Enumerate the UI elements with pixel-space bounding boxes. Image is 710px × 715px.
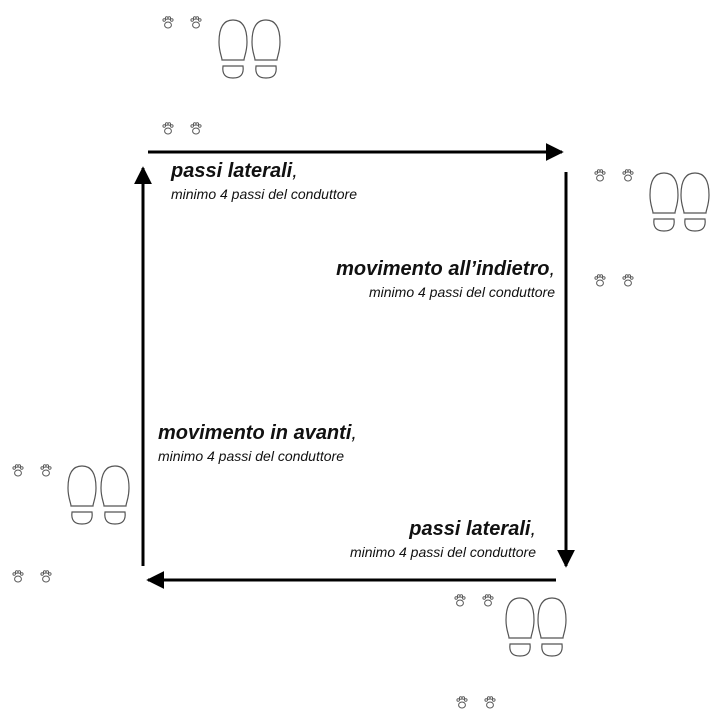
label-right-comma: , [549, 258, 555, 280]
shoe-print-icon [67, 465, 97, 525]
shoe-print-icon [680, 172, 710, 232]
paw-print-icon [40, 570, 52, 583]
paw-print-icon [190, 16, 202, 29]
paw-print-icon [622, 169, 634, 182]
footprints-right [594, 169, 710, 287]
label-left-comma: , [351, 422, 357, 444]
label-top-subtitle: minimo 4 passi del conduttore [171, 186, 357, 202]
paw-print-icon [162, 16, 174, 29]
label-left-subtitle: minimo 4 passi del conduttore [158, 448, 344, 464]
paw-print-icon [594, 274, 606, 287]
shoe-print-icon [251, 19, 281, 79]
label-left-title: movimento in avanti [158, 422, 352, 444]
paw-print-icon [12, 570, 24, 583]
paw-print-icon [622, 274, 634, 287]
footprints-left [12, 464, 130, 583]
paw-print-icon [482, 594, 494, 607]
shoe-print-icon [649, 172, 679, 232]
paw-print-icon [190, 122, 202, 135]
label-right-subtitle: minimo 4 passi del conduttore [369, 284, 555, 300]
label-bottom-title: passi laterali [409, 518, 531, 540]
label-left: movimento in avanti, minimo 4 passi del … [158, 422, 357, 464]
label-right: movimento all’indietro, minimo 4 passi d… [336, 258, 555, 300]
paw-print-icon [594, 169, 606, 182]
label-bottom-subtitle: minimo 4 passi del conduttore [350, 544, 536, 560]
footprints-top [162, 16, 281, 135]
footprints-bottom [454, 594, 567, 709]
label-bottom-comma: , [530, 518, 536, 540]
shoe-print-icon [537, 597, 567, 657]
label-top-comma: , [292, 160, 298, 182]
label-right-title: movimento all’indietro [336, 258, 550, 280]
paw-print-icon [484, 696, 496, 709]
paw-print-icon [162, 122, 174, 135]
paw-print-icon [454, 594, 466, 607]
paw-print-icon [456, 696, 468, 709]
shoe-print-icon [218, 19, 248, 79]
label-top: passi laterali, minimo 4 passi del condu… [171, 160, 357, 202]
label-bottom: passi laterali, minimo 4 passi del condu… [350, 518, 536, 560]
shoe-print-icon [100, 465, 130, 525]
label-top-title: passi laterali [171, 160, 293, 182]
paw-print-icon [40, 464, 52, 477]
shoe-print-icon [505, 597, 535, 657]
paw-print-icon [12, 464, 24, 477]
